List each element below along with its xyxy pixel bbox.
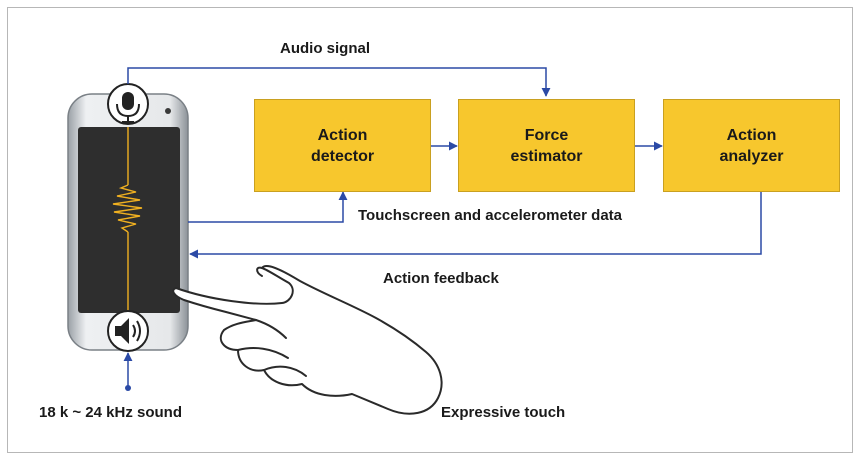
force-estimator-block: Force estimator xyxy=(458,99,635,192)
pointing-hand-icon xyxy=(172,264,443,415)
force-estimator-label: Force estimator xyxy=(510,126,583,165)
expressive-touch-label: Expressive touch xyxy=(441,404,566,421)
touch-data-label: Touchscreen and accelerometer data xyxy=(358,207,622,224)
touch-data-arrow xyxy=(188,191,348,223)
phone-camera xyxy=(165,108,171,114)
action-feedback-label: Action feedback xyxy=(383,270,499,287)
action-analyzer-label: Action analyzer xyxy=(719,126,784,165)
action-feedback-arrow xyxy=(189,192,762,259)
sound-frequency-label: 18 k ~ 24 kHz sound xyxy=(39,404,182,421)
action-detector-label: Action detector xyxy=(310,126,375,165)
figure-frame xyxy=(7,7,853,453)
phone-screen xyxy=(78,127,180,313)
action-analyzer-block: Action analyzer xyxy=(663,99,840,192)
microphone-icon xyxy=(107,83,149,125)
action-detector-block: Action detector xyxy=(254,99,431,192)
audio-signal-arrow xyxy=(127,67,551,97)
audio-waveform xyxy=(112,127,143,313)
audio-signal-label: Audio signal xyxy=(280,40,370,57)
speaker-icon xyxy=(107,310,149,352)
sound-input-arrow xyxy=(123,352,133,391)
